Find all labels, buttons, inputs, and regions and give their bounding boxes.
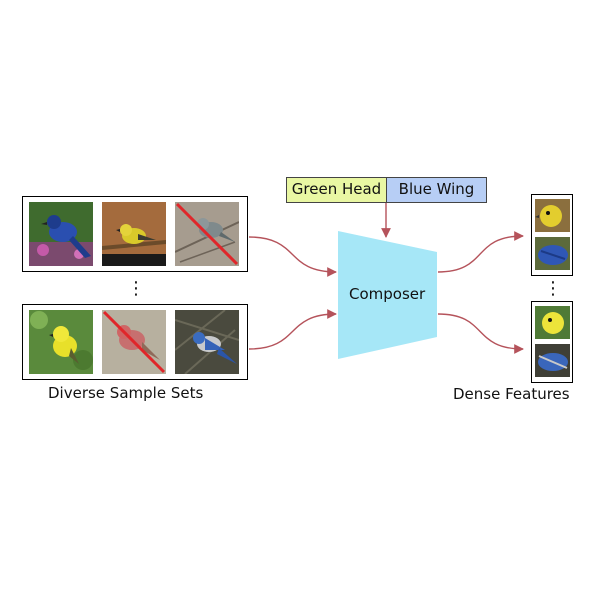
- bird-image-grey-bird-excluded: [175, 202, 239, 266]
- bird-image-blue-jay: [175, 310, 239, 374]
- dense-feature-set-1: [531, 194, 573, 276]
- bird-image-yellow-warbler: [102, 202, 166, 266]
- feature-image-blue-wing: [535, 237, 570, 270]
- feature-image-yellow-head: [535, 306, 570, 339]
- sample-set-1: [22, 196, 248, 272]
- output1-arrow: [437, 231, 524, 273]
- sample-set-2: [22, 304, 248, 380]
- attribute-blue-wing: Blue Wing: [386, 177, 487, 203]
- features-ellipsis: ⋮: [544, 278, 562, 299]
- set2-arrow: [248, 309, 337, 350]
- bird-image-pink-finch-excluded: [102, 310, 166, 374]
- bird-image-blue-bird: [29, 202, 93, 266]
- composer-label: Composer: [349, 285, 426, 303]
- input-caption: Diverse Sample Sets: [48, 384, 204, 402]
- attribute-green-head: Green Head: [286, 177, 387, 203]
- exclusion-strike: [102, 310, 166, 374]
- output-caption: Dense Features: [453, 385, 570, 403]
- composer-block: [338, 231, 437, 359]
- sets-ellipsis: ⋮: [127, 278, 145, 299]
- exclusion-strike: [175, 202, 239, 266]
- bird-image-yellow-bird: [29, 310, 93, 374]
- feature-image-yellow-head: [535, 199, 570, 232]
- set1-arrow: [248, 236, 337, 277]
- output2-arrow: [437, 313, 524, 354]
- dense-feature-set-2: [531, 301, 573, 383]
- feature-image-blue-wing: [535, 344, 570, 377]
